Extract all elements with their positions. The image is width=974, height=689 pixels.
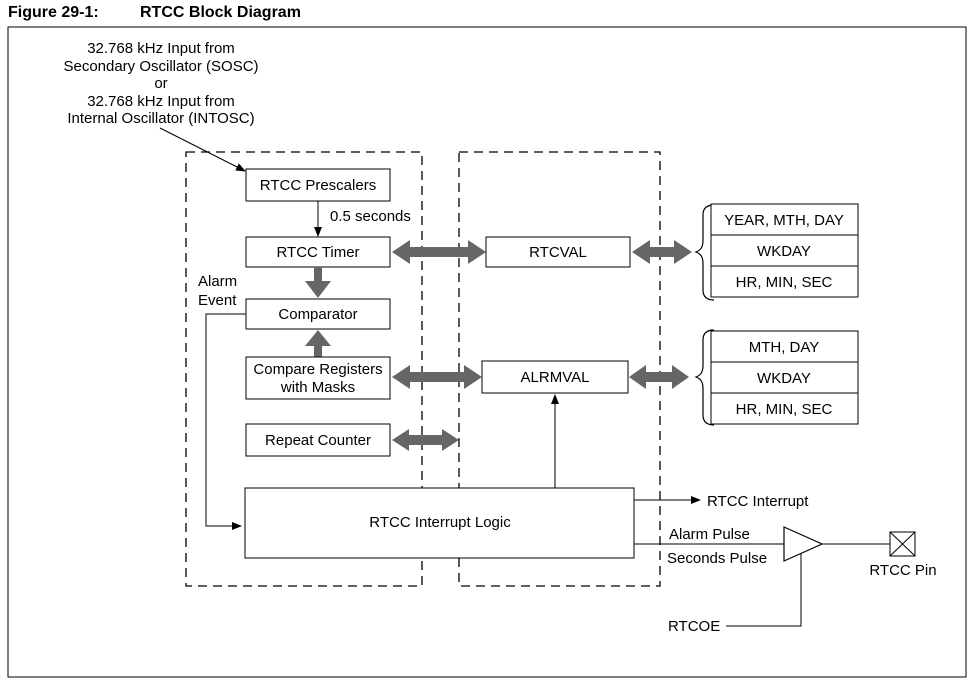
alrmval-fields-brace xyxy=(694,329,715,426)
repeat-counter-block xyxy=(245,423,391,457)
rtcc-prescalers-label: RTCC Prescalers xyxy=(260,177,376,194)
input-line-3: or xyxy=(154,75,167,92)
rtcc-pin-cross xyxy=(889,531,916,557)
alrmval-label: ALRMVAL xyxy=(521,369,590,386)
input-line-1: 32.768 kHz Input from xyxy=(87,40,235,57)
alarm-pulse-label: Alarm Pulse xyxy=(669,526,750,543)
alarm-event-label-2: Event xyxy=(198,292,237,309)
register-region xyxy=(458,151,661,587)
registers-to-comparator-arrow xyxy=(305,330,331,357)
rtcval-field: YEAR, MTH, DAY xyxy=(724,212,844,229)
input-line-5: Internal Oscillator (INTOSC) xyxy=(67,110,254,127)
figure-caption: Figure 29-1: RTCC Block Diagram xyxy=(8,4,301,22)
rtcval-fields-bus-arrow xyxy=(632,240,692,264)
compare-registers-block xyxy=(245,356,391,400)
diagram-frame xyxy=(7,26,967,678)
rtcc-timer-label: RTCC Timer xyxy=(276,244,359,261)
repeat-counter-bus-arrow xyxy=(392,429,459,451)
rtcval-field: HR, MIN, SEC xyxy=(736,274,833,291)
alarm-event-label-1: Alarm xyxy=(198,273,237,290)
timer-rtcval-bus-arrow xyxy=(392,240,486,264)
rtcval-block xyxy=(485,236,631,268)
alrmval-field: HR, MIN, SEC xyxy=(736,401,833,418)
interrupt-logic-block xyxy=(244,487,635,559)
compare-registers-label-2: with Masks xyxy=(280,379,355,396)
rtcval-fields-table xyxy=(710,203,859,298)
interrupt-logic-label: RTCC Interrupt Logic xyxy=(369,514,511,531)
alrmval-fields-table xyxy=(710,330,859,425)
rtcval-fields-brace xyxy=(694,204,715,301)
rtcc-pin-label: RTCC Pin xyxy=(869,562,936,579)
output-buffer-icon xyxy=(783,526,824,562)
comparator-label: Comparator xyxy=(278,306,357,323)
figure-number: Figure 29-1: xyxy=(8,4,99,21)
alrmval-field: WKDAY xyxy=(757,370,811,387)
rtcc-core-region xyxy=(185,151,423,587)
alarm-event-line xyxy=(205,313,246,530)
rtcval-label: RTCVAL xyxy=(529,244,587,261)
clock-input-arrow xyxy=(159,127,246,172)
rtcoe-enable-line xyxy=(726,553,802,627)
rtcc-interrupt-label: RTCC Interrupt xyxy=(707,493,809,510)
rtcc-timer-block xyxy=(245,236,391,268)
timer-to-comparator-arrow xyxy=(305,267,331,298)
alrmval-field: MTH, DAY xyxy=(749,339,820,356)
alrmval-block xyxy=(481,360,629,394)
repeat-counter-label: Repeat Counter xyxy=(265,432,371,449)
compare-registers-label-1: Compare Registers xyxy=(253,361,382,378)
rtcoe-label: RTCOE xyxy=(668,618,720,635)
comparator-block xyxy=(245,298,391,330)
half-second-label: 0.5 seconds xyxy=(330,208,411,225)
alrmval-fields-bus-arrow xyxy=(629,365,689,389)
seconds-pulse-label: Seconds Pulse xyxy=(667,550,767,567)
input-line-4: 32.768 kHz Input from xyxy=(87,93,235,110)
input-line-2: Secondary Oscillator (SOSC) xyxy=(63,58,258,75)
rtcval-field: WKDAY xyxy=(757,243,811,260)
figure-title: RTCC Block Diagram xyxy=(140,4,301,21)
registers-alrmval-bus-arrow xyxy=(392,365,482,389)
